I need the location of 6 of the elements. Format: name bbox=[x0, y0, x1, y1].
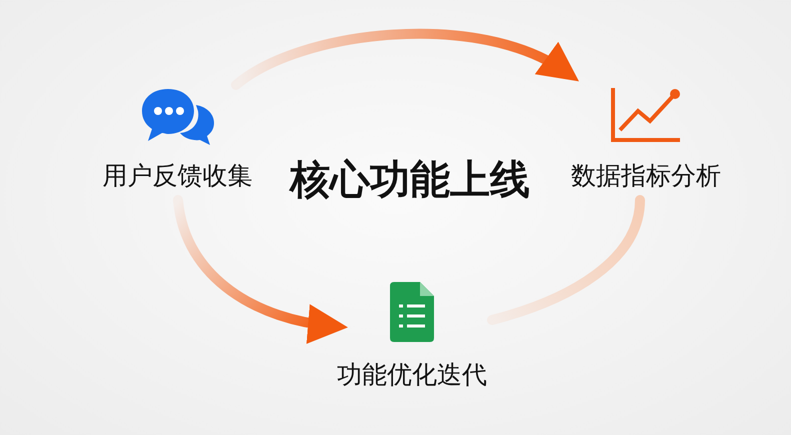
center-title: 核心功能上线 bbox=[288, 156, 531, 205]
step-label: 数据指标分析 bbox=[571, 160, 721, 192]
curved-arrow bbox=[173, 195, 348, 343]
curved-arrow bbox=[231, 28, 580, 90]
step-label: 功能优化迭代 bbox=[337, 359, 487, 391]
step-label: 用户反馈收集 bbox=[102, 160, 252, 192]
